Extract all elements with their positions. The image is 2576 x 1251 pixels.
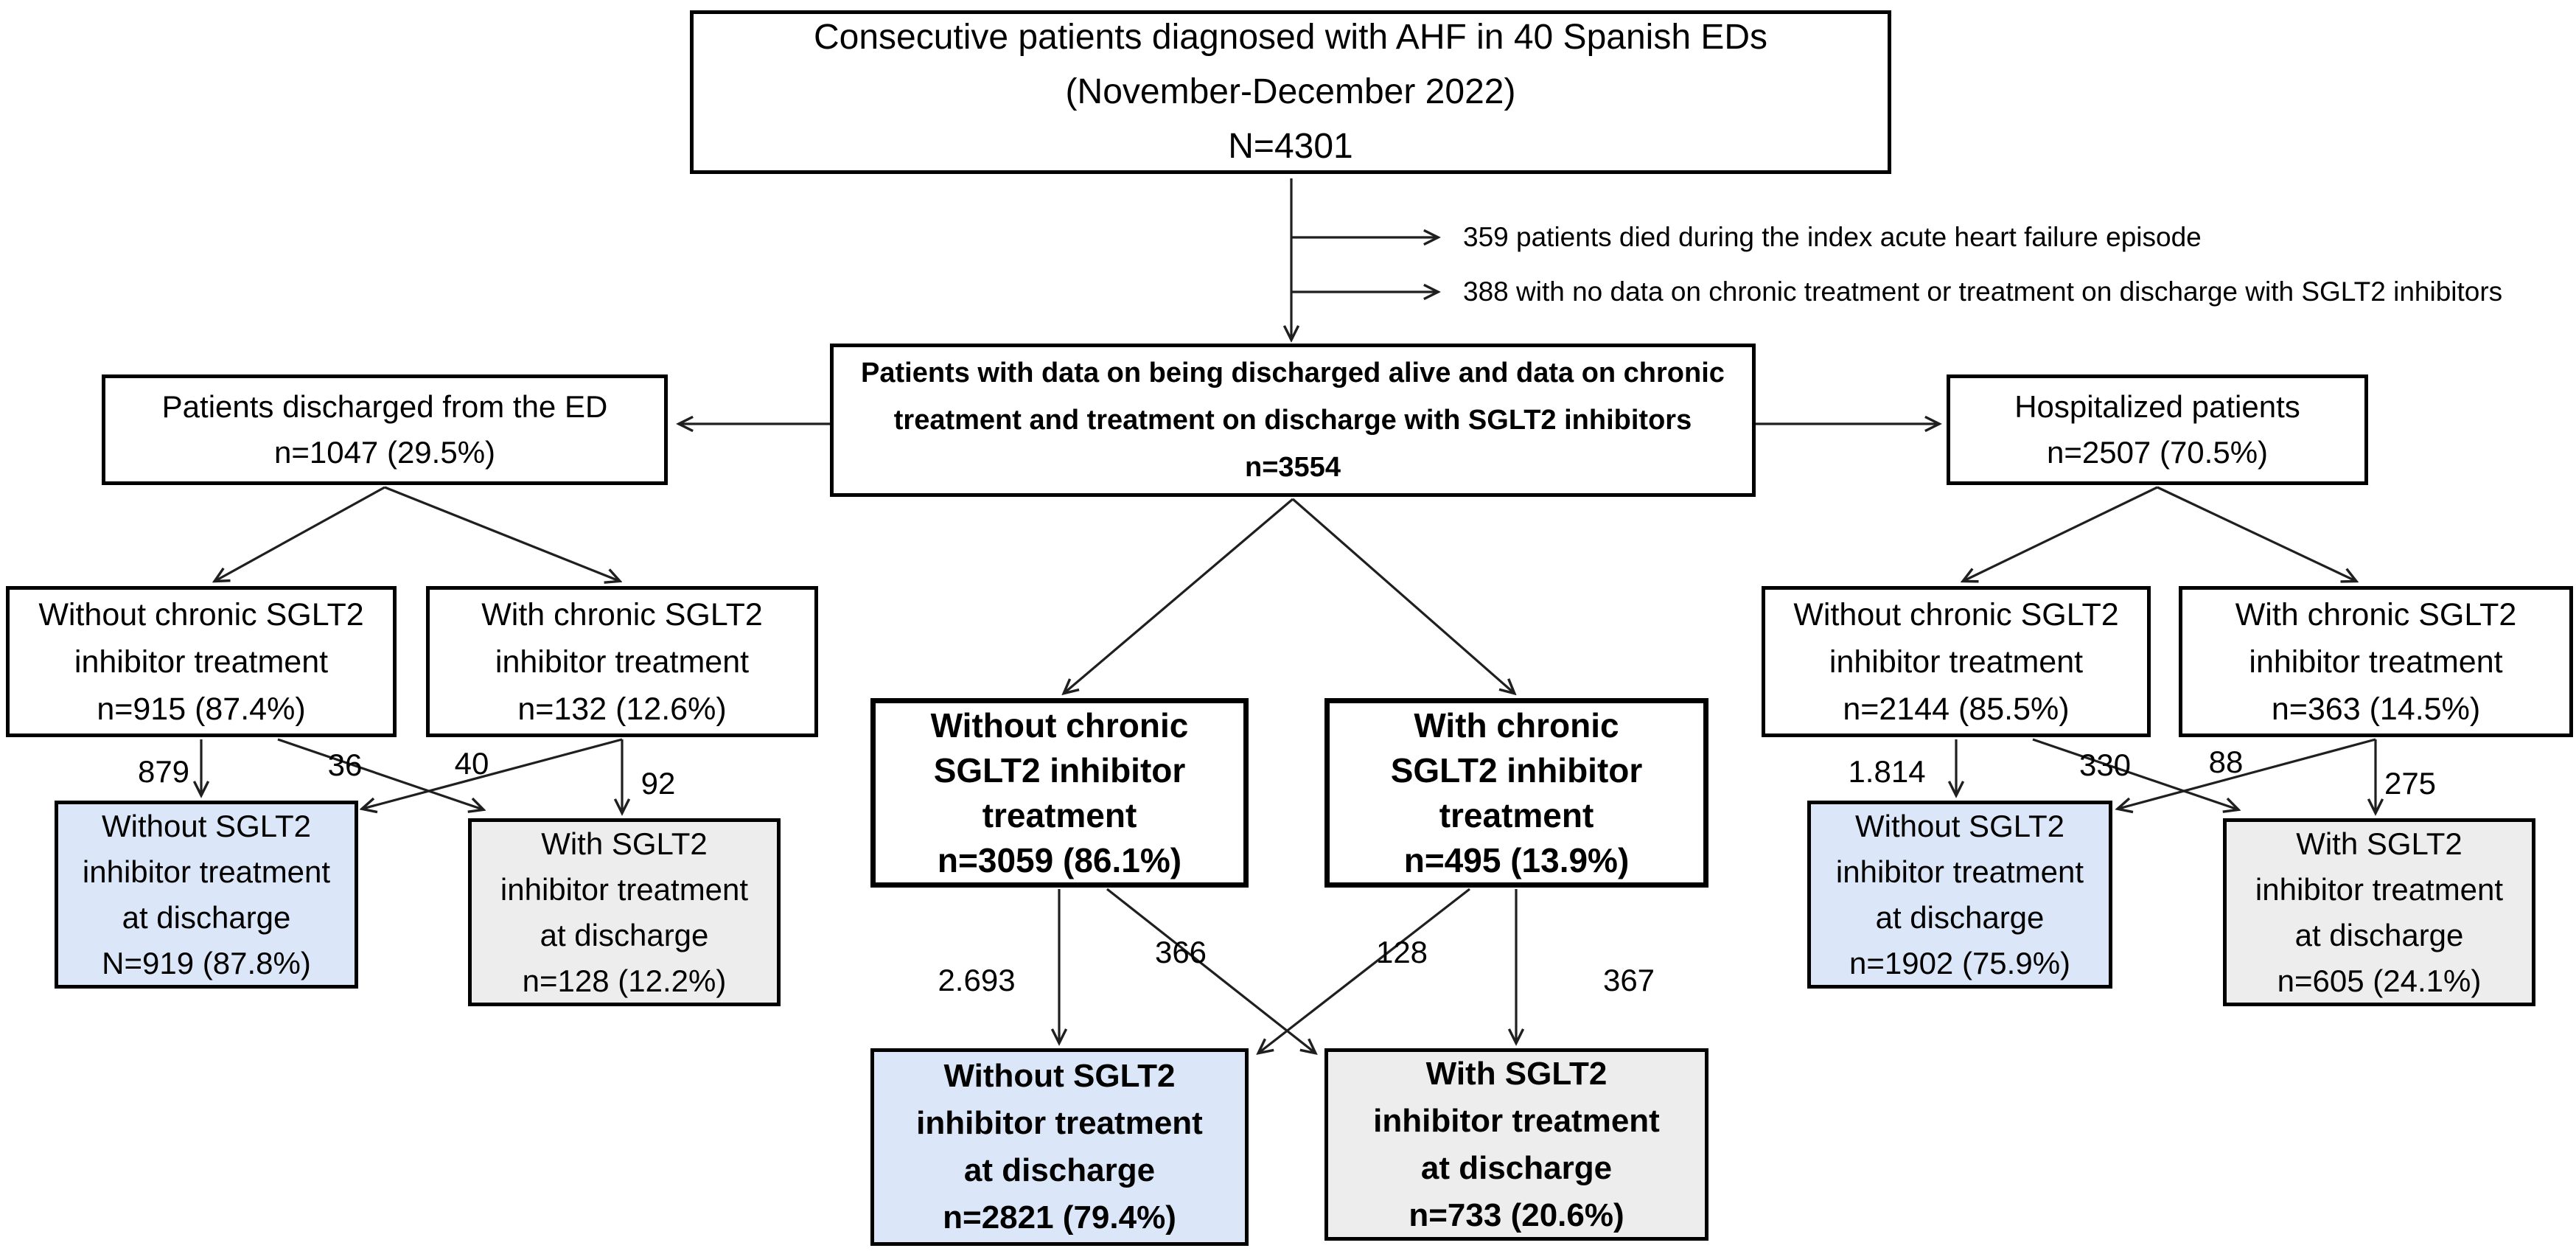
flow-arrow-ed-with-chronic [384,486,619,581]
box-line: inhibitor treatment [74,644,329,680]
flow-arrow-all-without-chronic [1064,498,1294,693]
flow-count-ed-stay-with: 92 [640,766,676,801]
box-line: n=2507 (70.5%) [2046,435,2269,470]
box-line: at discharge [122,899,291,935]
box-line: Without chronic [930,705,1189,745]
flow-arrow-all-with-chronic [1291,498,1514,693]
box-ed-with-chronic: With chronic SGLT2 inhibitor treatment n… [426,586,818,737]
box-ed-discharged: Patients discharged from the ED n=1047 (… [102,374,668,485]
flow-arrow-hosp-with-chronic [2157,486,2356,581]
flow-count-all-stay-without: 2.693 [938,963,1016,997]
box-line: inhibitor treatment [2249,644,2503,680]
flow-count-hosp-stay-without: 1.814 [1848,754,1926,789]
box-line: at discharge [2294,917,2464,952]
flow-count-hosp-stay-with: 275 [2384,766,2437,801]
box-ed-with-discharge: With SGLT2 inhibitor treatment at discha… [468,818,781,1006]
box-line: n=733 (20.6%) [1409,1196,1624,1233]
box-line: treatment [1439,795,1594,834]
flow-count-ed-stay-without: 879 [137,754,190,789]
box-line: at discharge [1420,1149,1613,1186]
box-line: n=363 (14.5%) [2271,691,2481,727]
box-line: n=132 (12.6%) [517,691,727,727]
box-eligible: Patients with data on being discharged a… [830,344,1756,497]
box-line: With SGLT2 [541,826,708,861]
box-hosp-without-discharge: Without SGLT2 inhibitor treatment at dis… [1807,801,2112,989]
box-line: Without SGLT2 [1855,808,2064,843]
box-line: With SGLT2 [2296,826,2462,861]
box-line: With chronic [1414,705,1619,745]
box-line: Patients with data on being discharged a… [861,358,1725,388]
box-line: N=919 (87.8%) [102,945,311,980]
flow-count-all-stay-with: 367 [1602,963,1655,997]
box-line: n=915 (87.4%) [97,691,306,727]
box-all-with-chronic: With chronic SGLT2 inhibitor treatment n… [1324,698,1708,888]
box-enrollment: Consecutive patients diagnosed with AHF … [690,10,1891,174]
box-all-with-discharge: With SGLT2 inhibitor treatment at discha… [1324,1048,1708,1241]
box-line: n=1047 (29.5%) [273,435,496,470]
box-line: inhibitor treatment [82,854,331,889]
box-line: inhibitor treatment [1373,1102,1660,1139]
box-hospitalized: Hospitalized patients n=2507 (70.5%) [1947,374,2368,485]
flow-arrow-ed-start [277,738,483,809]
box-line: n=128 (12.2%) [522,963,727,998]
box-hosp-with-discharge: With SGLT2 inhibitor treatment at discha… [2223,818,2535,1006]
flow-count-hosp-start: 330 [2078,748,2132,782]
flow-arrow-hosp-without-chronic [1964,486,2158,581]
box-line: at discharge [540,917,709,952]
box-hosp-with-chronic: With chronic SGLT2 inhibitor treatment n… [2179,586,2573,737]
box-ed-without-discharge: Without SGLT2 inhibitor treatment at dis… [55,801,358,989]
box-line: n=3059 (86.1%) [937,840,1182,879]
flow-count-ed-start: 36 [327,748,363,782]
flow-count-ed-stop: 40 [454,746,489,781]
box-line: inhibitor treatment [2255,871,2504,907]
box-line: With chronic SGLT2 [2235,596,2517,633]
box-line: n=2821 (79.4%) [943,1199,1176,1236]
box-line: Without chronic SGLT2 [38,596,364,633]
box-line: Without SGLT2 [102,808,311,843]
flow-arrow-ed-stop [363,738,623,809]
flow-count-all-start: 366 [1154,935,1207,969]
box-line: inhibitor treatment [500,871,749,907]
box-line: With chronic SGLT2 [481,596,763,633]
box-all-without-discharge: Without SGLT2 inhibitor treatment at dis… [870,1048,1249,1246]
box-line: n=1902 (75.9%) [1849,945,2071,980]
exclusion-note-died: 359 patients died during the index acute… [1463,222,2202,252]
box-line: Patients discharged from the ED [161,389,608,424]
box-line: Without chronic SGLT2 [1793,596,2119,633]
flow-arrow-all-stop [1259,888,1470,1053]
box-line: Without SGLT2 [943,1058,1176,1094]
box-line: inhibitor treatment [1835,854,2084,889]
flow-count-all-stop: 128 [1375,935,1428,969]
box-line: inhibitor treatment [1829,644,2084,680]
box-ed-without-chronic: Without chronic SGLT2 inhibitor treatmen… [6,586,397,737]
box-line: n=605 (24.1%) [2277,963,2482,998]
flow-arrow-ed-without-chronic [215,486,385,581]
box-line: inhibitor treatment [916,1105,1203,1141]
box-line: treatment and treatment on discharge wit… [893,405,1692,436]
box-line: With SGLT2 [1425,1055,1608,1092]
flow-count-hosp-stop: 88 [2208,745,2244,779]
box-line: SGLT2 inhibitor [933,750,1186,790]
box-all-without-chronic: Without chronic SGLT2 inhibitor treatmen… [870,698,1249,888]
box-line: N=4301 [1228,127,1353,166]
flow-arrow-hosp-stop [2118,738,2376,809]
box-line: at discharge [963,1152,1156,1188]
flow-arrow-hosp-start [2032,738,2238,809]
exclusion-note-no-data: 388 with no data on chronic treatment or… [1463,276,2503,307]
flow-arrow-all-start [1106,888,1315,1053]
box-line: (November-December 2022) [1065,72,1516,111]
box-line: n=2144 (85.5%) [1843,691,2070,727]
box-line: Hospitalized patients [2014,389,2300,424]
box-hosp-without-chronic: Without chronic SGLT2 inhibitor treatmen… [1762,586,2151,737]
box-line: n=3554 [1245,452,1341,483]
box-line: inhibitor treatment [495,644,750,680]
box-line: n=495 (13.9%) [1403,840,1630,879]
box-line: Consecutive patients diagnosed with AHF … [813,18,1768,57]
box-line: at discharge [1875,899,2045,935]
box-line: SGLT2 inhibitor [1390,750,1643,790]
box-line: treatment [982,795,1137,834]
